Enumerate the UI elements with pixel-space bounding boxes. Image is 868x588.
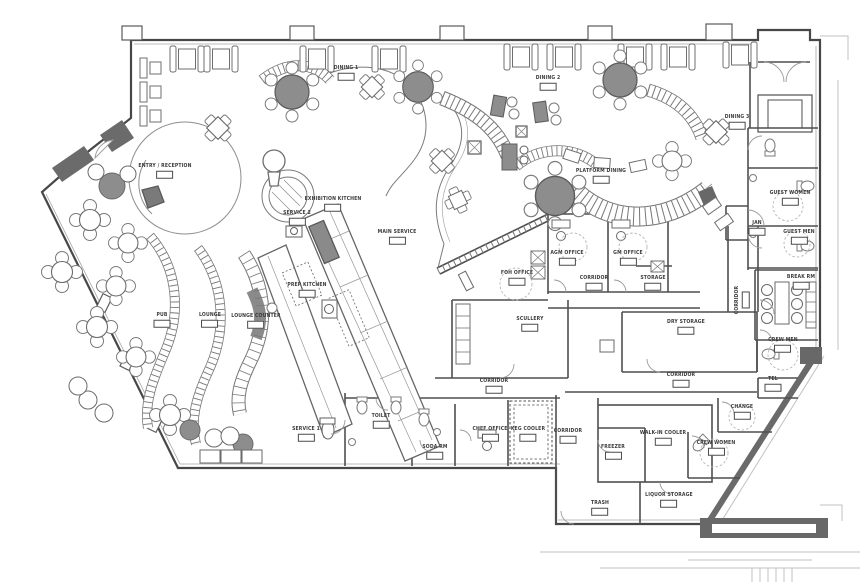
wall-bench-left <box>139 57 162 127</box>
door-swings <box>94 61 807 525</box>
exterior-walls <box>40 28 828 538</box>
boh-furniture <box>457 219 803 451</box>
restroom-fixtures <box>348 138 815 468</box>
curved-banquettes <box>142 60 718 446</box>
dining-tables <box>139 41 758 232</box>
structural-columns <box>95 23 733 434</box>
kitchen-islands <box>128 66 468 462</box>
service-stations <box>285 143 529 440</box>
site-context <box>540 35 860 582</box>
lounge-seating <box>40 163 263 464</box>
shelving-racks <box>436 213 817 365</box>
